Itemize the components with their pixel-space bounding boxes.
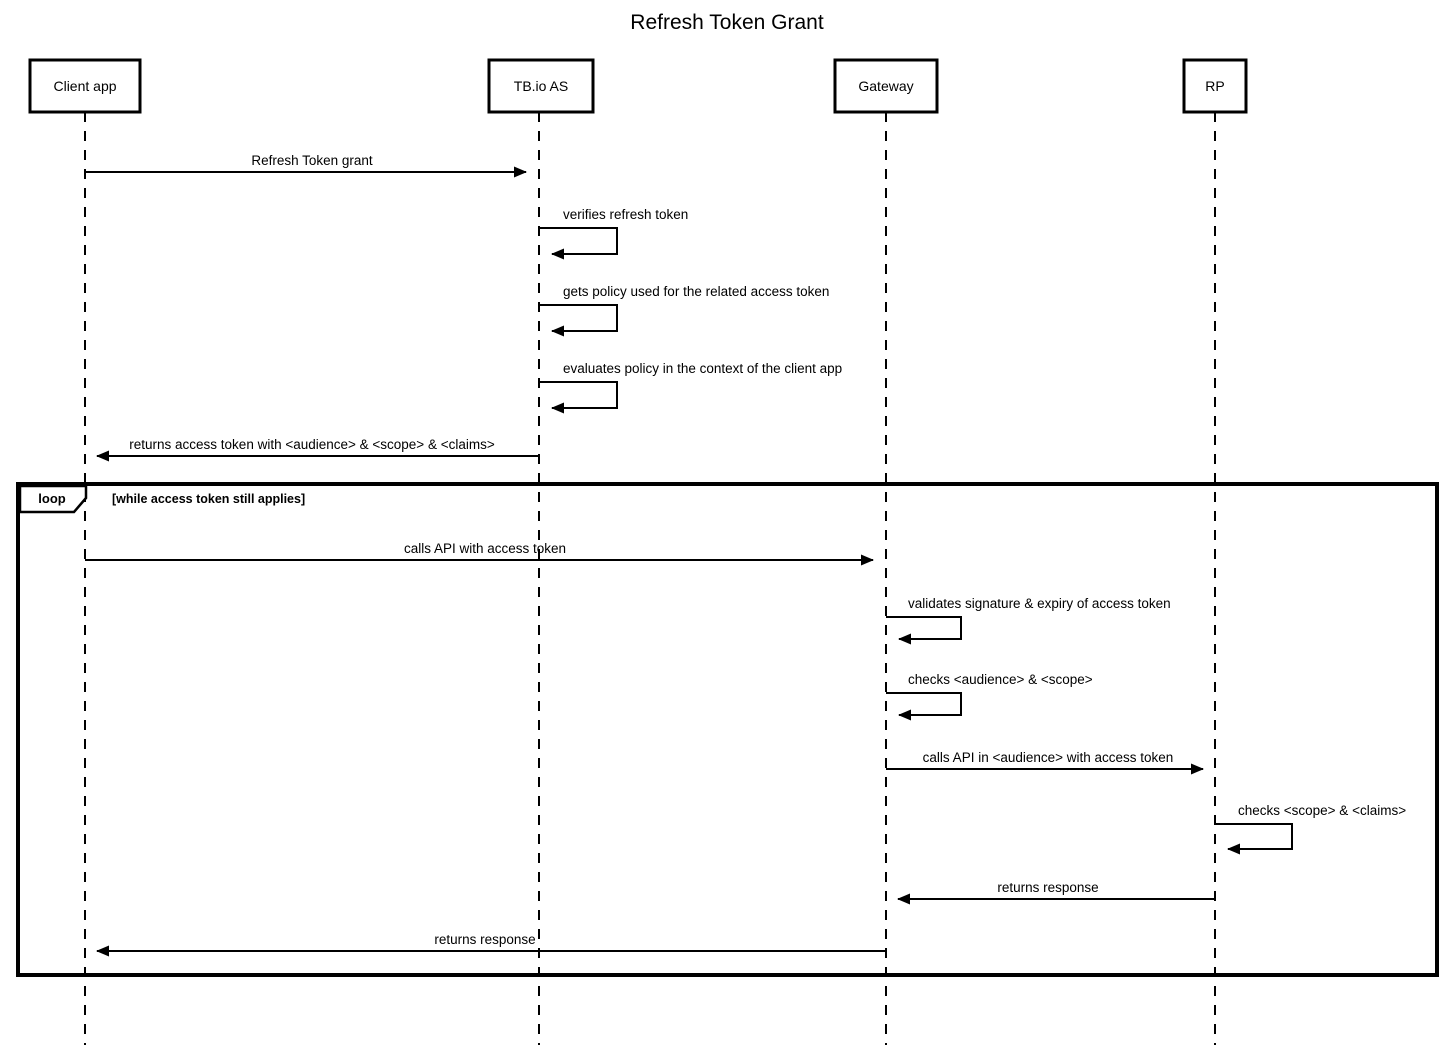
message-arrow-gets-policy [539,304,618,337]
message-label-validates-signature: validates signature & expiry of access t… [908,596,1171,611]
loop-fragment-tab [18,484,88,514]
participant-box-rp [1182,58,1248,114]
participant-label-client: Client app [53,78,116,94]
participant-label-rp: RP [1205,78,1224,94]
participant-gateway[interactable]: Gateway [833,58,939,114]
message-refresh-token-grant[interactable]: Refresh Token grant [85,153,527,178]
message-arrow-checks-audience-scope [886,692,962,721]
message-label-verifies-refresh-token: verifies refresh token [563,207,688,222]
participant-tbio-as[interactable]: TB.io AS [487,58,595,114]
message-calls-api-with-access-token[interactable]: calls API with access token [85,541,874,566]
loop-fragment-border [16,482,1439,977]
message-returns-response-rp[interactable]: returns response [897,880,1215,905]
message-label-returns-response-rp: returns response [997,880,1098,895]
message-evaluates-policy[interactable]: evaluates policy in the context of the c… [539,361,842,414]
participant-client[interactable]: Client app [28,58,142,114]
message-arrow-verifies-refresh-token [539,227,618,260]
message-label-checks-audience-scope: checks <audience> & <scope> [908,672,1093,687]
message-label-gets-policy: gets policy used for the related access … [563,284,829,299]
message-label-returns-access-token: returns access token with <audience> & <… [129,437,495,452]
participant-box-tbio-as [487,58,595,114]
message-verifies-refresh-token[interactable]: verifies refresh token [539,207,688,260]
message-checks-scope-claims[interactable]: checks <scope> & <claims> [1215,803,1406,855]
message-label-calls-api-with-access-token: calls API with access token [404,541,566,556]
lifelines-group [84,112,1216,1045]
message-returns-response-gateway[interactable]: returns response [96,932,886,957]
message-gets-policy[interactable]: gets policy used for the related access … [539,284,829,337]
participant-label-tbio-as: TB.io AS [514,78,568,94]
message-arrow-evaluates-policy [539,381,618,414]
message-label-calls-api-in-audience: calls API in <audience> with access toke… [923,750,1174,765]
message-validates-signature[interactable]: validates signature & expiry of access t… [886,596,1171,645]
message-calls-api-in-audience[interactable]: calls API in <audience> with access toke… [886,750,1204,775]
participant-rp[interactable]: RP [1182,58,1248,114]
message-label-refresh-token-grant: Refresh Token grant [251,153,373,168]
loop-guard-label: [while access token still applies] [112,492,305,506]
message-label-evaluates-policy: evaluates policy in the context of the c… [563,361,842,376]
loop-fragment[interactable]: loop [while access token still applies] [16,482,1439,977]
participant-label-gateway: Gateway [858,78,913,94]
message-arrow-checks-scope-claims [1215,823,1293,855]
message-arrow-validates-signature [886,616,962,645]
page-title: Refresh Token Grant [630,11,824,34]
loop-operator-label: loop [38,491,65,506]
message-checks-audience-scope[interactable]: checks <audience> & <scope> [886,672,1093,721]
participant-box-gateway [833,58,939,114]
message-label-returns-response-gateway: returns response [434,932,535,947]
participant-box-client [28,58,142,114]
message-label-checks-scope-claims: checks <scope> & <claims> [1238,803,1406,818]
message-returns-access-token[interactable]: returns access token with <audience> & <… [96,437,539,462]
